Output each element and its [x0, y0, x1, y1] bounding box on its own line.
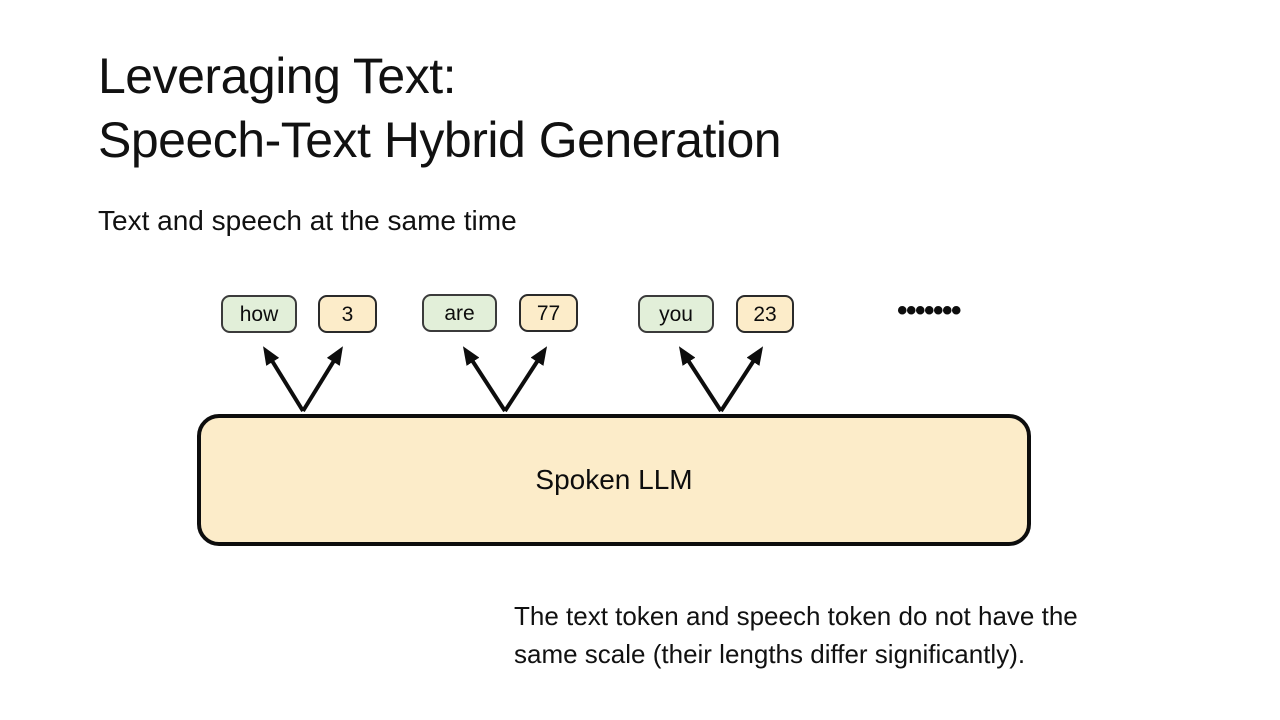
token-how: how: [221, 295, 297, 333]
arrow: [263, 346, 305, 413]
token-are: are: [422, 294, 497, 332]
ellipsis-dots: •••••••: [897, 294, 962, 327]
caption-line-2: same scale (their lengths differ signifi…: [514, 639, 1026, 669]
token-3: 3: [318, 295, 377, 333]
title-line-1: Leveraging Text:: [98, 48, 457, 104]
arrow: [301, 346, 343, 413]
caption-line-1: The text token and speech token do not h…: [514, 601, 1078, 631]
arrow: [719, 346, 764, 413]
subtitle: Text and speech at the same time: [98, 205, 517, 236]
title-line-2: Speech-Text Hybrid Generation: [98, 112, 782, 168]
arrow: [462, 346, 507, 413]
spoken-llm-box: Spoken LLM: [197, 414, 1031, 546]
spoken-llm-label: Spoken LLM: [535, 464, 693, 495]
token-77: 77: [519, 294, 578, 332]
caption: The text token and speech token do not h…: [514, 597, 1078, 673]
token-23: 23: [736, 295, 794, 333]
page-title: Leveraging Text: Speech-Text Hybrid Gene…: [98, 44, 782, 172]
arrow: [503, 346, 548, 413]
arrow: [678, 346, 723, 413]
token-you: you: [638, 295, 714, 333]
